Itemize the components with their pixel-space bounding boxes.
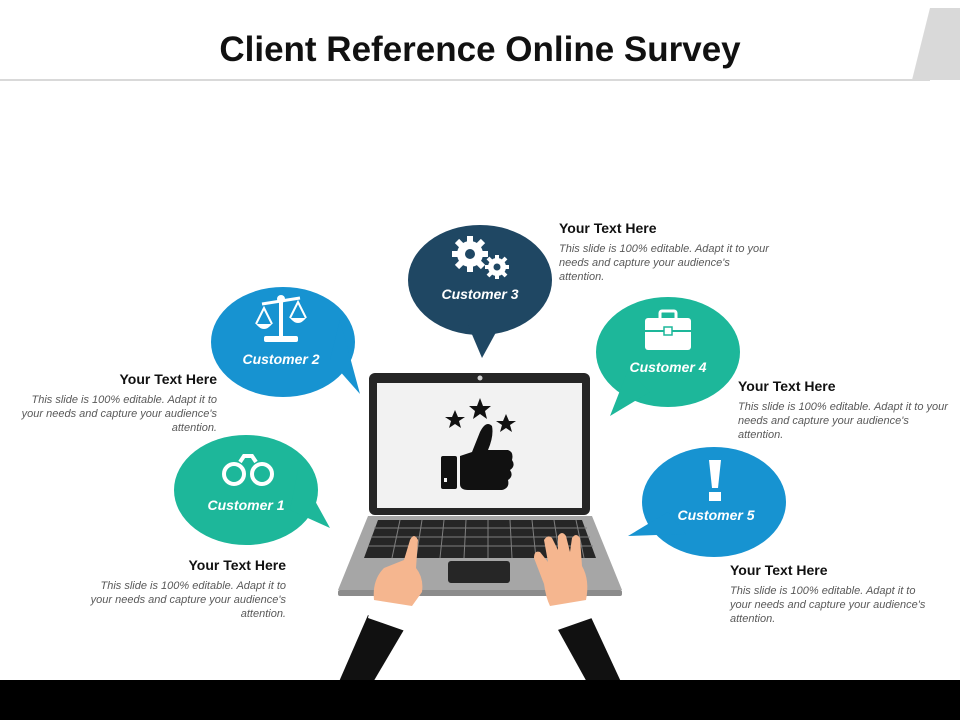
text-block-customer-5: Your Text Here This slide is 100% editab… xyxy=(730,562,930,626)
laptop-trackpad xyxy=(448,561,510,583)
laptop-keyboard xyxy=(364,520,596,558)
right-arm xyxy=(534,533,622,684)
text-block-heading: Your Text Here xyxy=(738,378,836,394)
text-block-body: This slide is 100% editable. Adapt it to… xyxy=(21,394,217,434)
exclamation-icon xyxy=(709,460,721,501)
text-block-customer-4: Your Text Here This slide is 100% editab… xyxy=(738,378,948,442)
text-block-customer-1: Your Text Here This slide is 100% editab… xyxy=(88,557,286,621)
speech-bubble-customer-3 xyxy=(408,225,552,358)
scales-icon xyxy=(255,295,307,342)
speech-bubble-customer-1 xyxy=(174,435,330,545)
corner-tab-decoration xyxy=(912,8,960,80)
speech-bubble-customer-5 xyxy=(628,447,786,557)
left-arm xyxy=(338,536,423,684)
text-block-customer-3: Your Text Here This slide is 100% editab… xyxy=(559,220,769,284)
text-block-customer-2: Your Text Here This slide is 100% editab… xyxy=(12,371,217,435)
text-block-heading: Your Text Here xyxy=(188,557,286,573)
customer-1-label: Customer 1 xyxy=(207,497,285,513)
customer-3-label: Customer 3 xyxy=(441,286,519,302)
customer-2-label: Customer 2 xyxy=(242,351,320,367)
text-block-body: This slide is 100% editable. Adapt it to… xyxy=(738,401,948,441)
text-block-body: This slide is 100% editable. Adapt it to… xyxy=(730,585,926,625)
speech-bubble-customer-4 xyxy=(596,297,740,416)
thumbs-up-stars-icon xyxy=(441,398,516,490)
gears-icon xyxy=(452,236,509,279)
text-block-heading: Your Text Here xyxy=(119,371,217,387)
footer-bar xyxy=(0,680,960,720)
text-block-body: This slide is 100% editable. Adapt it to… xyxy=(559,243,769,283)
binoculars-icon xyxy=(222,454,274,486)
text-block-heading: Your Text Here xyxy=(559,220,657,236)
customer-4-label: Customer 4 xyxy=(629,359,707,375)
text-block-body: This slide is 100% editable. Adapt it to… xyxy=(90,580,286,620)
title-divider xyxy=(0,79,930,81)
text-block-heading: Your Text Here xyxy=(730,562,828,578)
laptop-camera xyxy=(477,375,483,381)
page-title: Client Reference Online Survey xyxy=(219,30,741,69)
briefcase-icon xyxy=(645,309,691,350)
customer-5-label: Customer 5 xyxy=(677,507,755,523)
